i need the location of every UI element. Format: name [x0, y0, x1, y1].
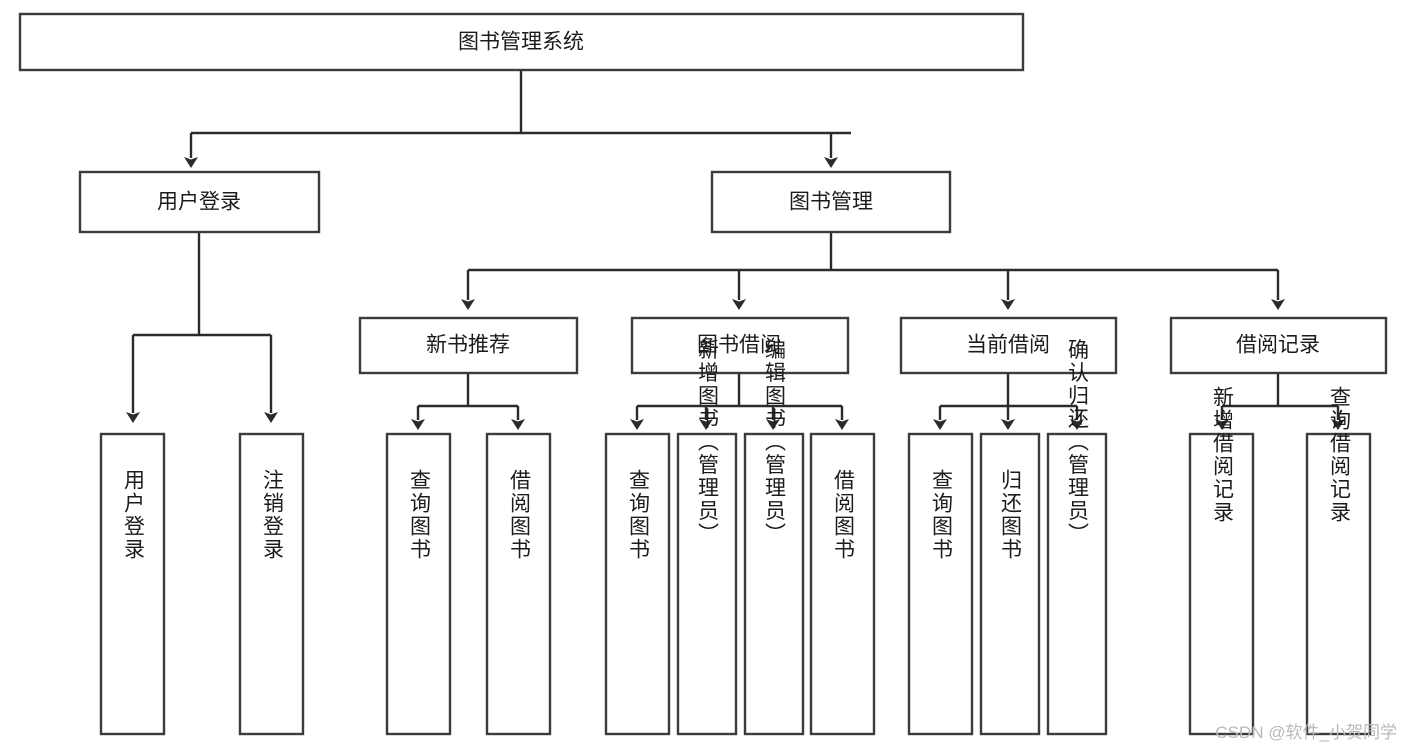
- node-leaf-return-book-box[interactable]: [979, 432, 1041, 736]
- node-leaf-query-book-1[interactable]: 查询图书: [385, 432, 452, 736]
- node-leaf-query-book-2-label: 查询图书: [627, 469, 651, 561]
- node-leaf-add-book-box[interactable]: [676, 432, 738, 736]
- node-leaf-add-record-box[interactable]: [1188, 432, 1255, 736]
- node-leaf-query-book-2-box[interactable]: [604, 432, 671, 736]
- node-leaf-confirm-return-label: 确认归还（管理员）: [1066, 339, 1090, 546]
- node-book-manage-box[interactable]: [710, 170, 952, 234]
- node-leaf-user-login[interactable]: 用户登录: [99, 432, 166, 736]
- edge-group-current-borrow-to-leaves: [933, 373, 1084, 430]
- node-leaf-add-record[interactable]: 新增借阅记录: [1188, 386, 1255, 736]
- node-leaf-borrow-book-2[interactable]: 借阅图书: [809, 432, 876, 736]
- node-borrow-record-box[interactable]: [1169, 316, 1388, 375]
- node-user-login-box[interactable]: [78, 170, 321, 234]
- node-leaf-add-book-label: 新增图书（管理员）: [696, 339, 720, 546]
- node-current-borrow-label: 当前借阅: [966, 334, 1050, 357]
- node-leaf-query-book-2[interactable]: 查询图书: [604, 432, 671, 736]
- node-new-book-rec-label: 新书推荐: [426, 334, 510, 357]
- edge-group-book-borrow-to-leaves: [630, 373, 849, 430]
- edge-group-user-login-to-leaves: [126, 232, 278, 423]
- node-leaf-edit-book[interactable]: 编辑图书（管理员）: [743, 339, 805, 736]
- node-leaf-query-book-1-label: 查询图书: [408, 469, 432, 561]
- node-leaf-borrow-book-2-label: 借阅图书: [832, 469, 856, 561]
- node-leaf-query-book-3-box[interactable]: [907, 432, 974, 736]
- node-root-label: 图书管理系统: [458, 31, 584, 54]
- node-leaf-confirm-return[interactable]: 确认归还（管理员）: [1046, 339, 1108, 736]
- node-leaf-add-record-label: 新增借阅记录: [1211, 386, 1235, 524]
- node-leaf-borrow-book-1-box[interactable]: [485, 432, 552, 736]
- node-leaf-edit-book-box[interactable]: [743, 432, 805, 736]
- node-leaf-logout-label: 注销登录: [261, 469, 285, 561]
- node-leaf-query-book-3-label: 查询图书: [930, 469, 954, 561]
- node-root[interactable]: 图书管理系统: [18, 12, 1025, 72]
- node-book-borrow[interactable]: 图书借阅: [630, 316, 850, 375]
- node-leaf-logout-box[interactable]: [238, 432, 305, 736]
- node-leaf-return-book-label: 归还图书: [999, 469, 1023, 561]
- node-leaf-query-record[interactable]: 查询借阅记录: [1305, 386, 1372, 736]
- node-leaf-query-record-box[interactable]: [1305, 432, 1372, 736]
- node-book-manage-label: 图书管理: [789, 191, 873, 214]
- node-book-borrow-box[interactable]: [630, 316, 850, 375]
- node-leaf-confirm-return-box[interactable]: [1046, 432, 1108, 736]
- node-borrow-record[interactable]: 借阅记录: [1169, 316, 1388, 375]
- node-leaf-edit-book-label: 编辑图书（管理员）: [763, 339, 787, 546]
- node-leaf-query-book-3[interactable]: 查询图书: [907, 432, 974, 736]
- node-current-borrow-box[interactable]: [899, 316, 1118, 375]
- node-leaf-logout[interactable]: 注销登录: [238, 432, 305, 736]
- node-leaf-user-login-label: 用户登录: [122, 469, 146, 561]
- node-current-borrow[interactable]: 当前借阅: [899, 316, 1118, 375]
- edge-group-root-to-level1: [184, 70, 851, 168]
- node-leaf-add-book[interactable]: 新增图书（管理员）: [676, 339, 738, 736]
- node-leaf-return-book[interactable]: 归还图书: [979, 432, 1041, 736]
- edge-group-book-manage-to-level2: [461, 232, 1285, 310]
- node-root-box[interactable]: [18, 12, 1025, 72]
- node-leaf-user-login-box[interactable]: [99, 432, 166, 736]
- node-new-book-rec-box[interactable]: [358, 316, 579, 375]
- node-leaf-borrow-book-1[interactable]: 借阅图书: [485, 432, 552, 736]
- node-leaf-query-record-label: 查询借阅记录: [1328, 386, 1352, 524]
- edge-group-new-book-rec-to-leaves: [411, 373, 525, 430]
- node-book-manage[interactable]: 图书管理: [710, 170, 952, 234]
- node-new-book-rec[interactable]: 新书推荐: [358, 316, 579, 375]
- node-leaf-borrow-book-2-box[interactable]: [809, 432, 876, 736]
- node-book-borrow-label: 图书借阅: [697, 334, 781, 357]
- node-leaf-query-book-1-box[interactable]: [385, 432, 452, 736]
- node-user-login[interactable]: 用户登录: [78, 170, 321, 234]
- edge-group-borrow-record-to-leaves: [1215, 373, 1345, 430]
- node-leaf-borrow-book-1-label: 借阅图书: [508, 469, 532, 561]
- node-borrow-record-label: 借阅记录: [1236, 334, 1320, 357]
- node-user-login-label: 用户登录: [157, 191, 241, 214]
